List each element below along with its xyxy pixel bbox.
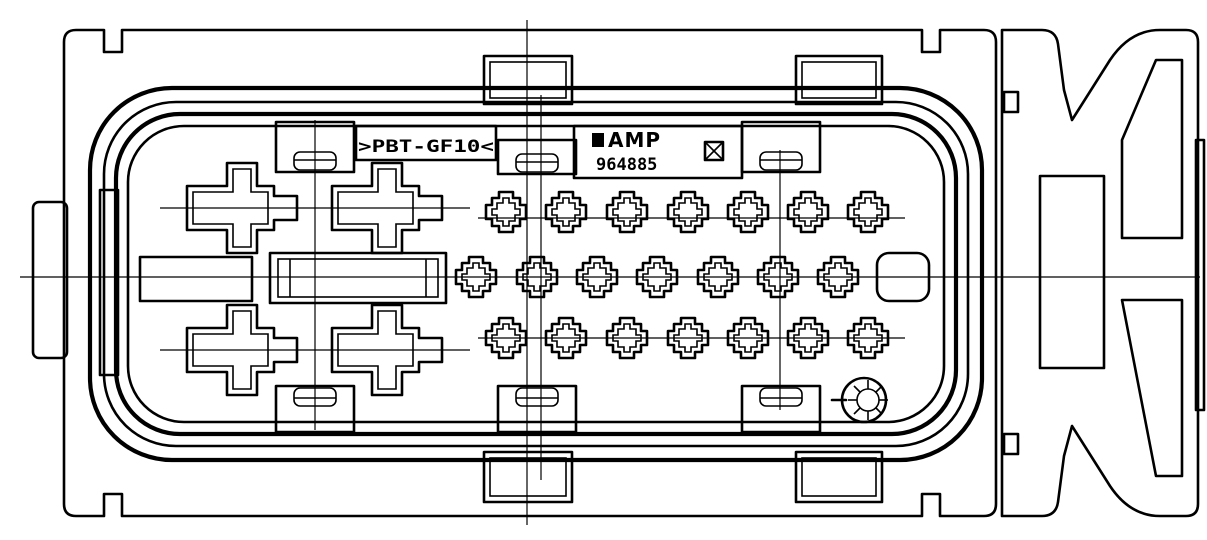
crossed-box-icon [703,140,725,162]
top-guide-notches [274,120,822,176]
signal-cavity [726,190,770,234]
top-lock-tab-right [794,54,884,106]
signal-cavity [484,190,528,234]
signal-cavity [605,190,649,234]
signal-cavity [846,190,890,234]
top-lock-tab-left [482,54,574,106]
material-marking: >PBT-GF10< [358,137,494,157]
center-lines [20,20,1200,525]
date-code-wheel-icon [830,376,888,424]
connector-housing-outline [62,28,998,518]
cavity-face [126,124,946,424]
signal-cavity [544,190,588,234]
signal-cavity [666,190,710,234]
bottom-guide-notches [274,384,822,434]
signal-cavity [786,190,830,234]
seal-ring-middle [102,100,970,448]
coding-slot-right [268,251,448,305]
part-number: 964885 [596,155,657,175]
seal-ring-inner [113,111,959,437]
brand-logo-bar [592,133,604,147]
center-slots [138,251,931,305]
marking-block: >PBT-GF10< AMP 964885 [354,124,744,180]
brand-logo-text: AMP [608,128,661,152]
right-lock-lever [1000,28,1206,518]
seal-ring-outer [87,85,985,463]
coding-slot-left [138,255,254,303]
signal-cavities [454,190,890,360]
blind-cavity [875,251,931,303]
